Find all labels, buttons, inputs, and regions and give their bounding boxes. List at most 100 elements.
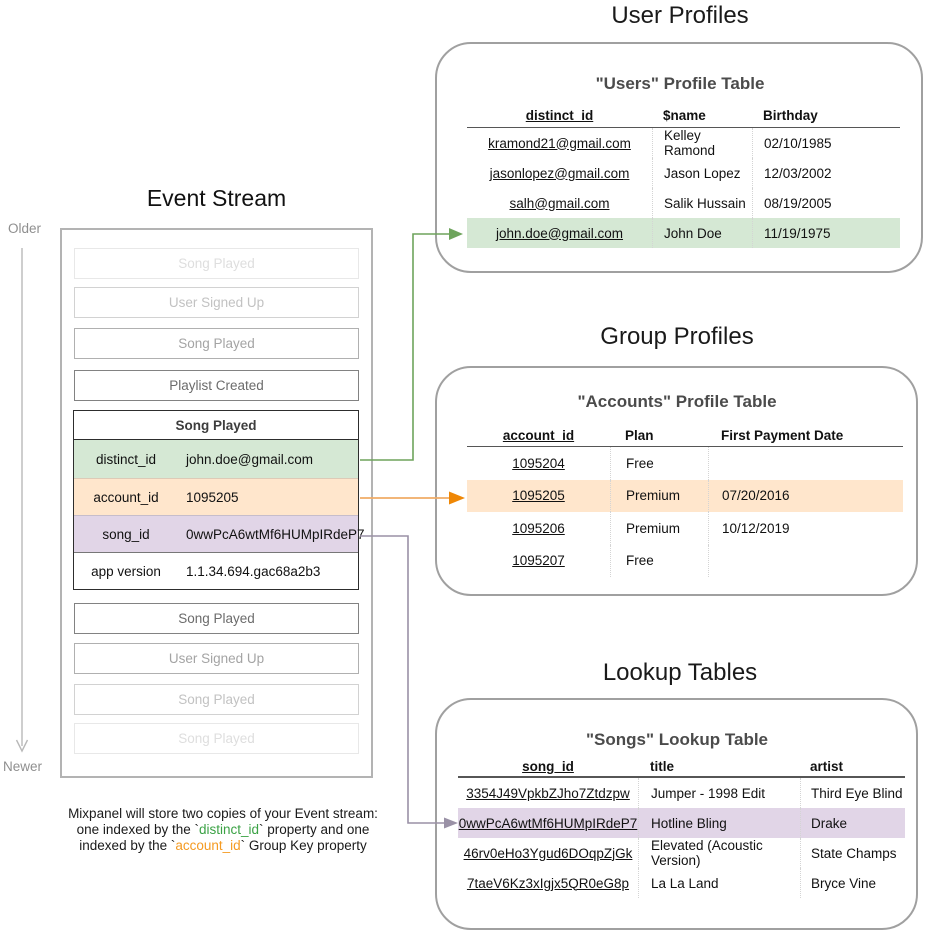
- newer-label: Newer: [3, 759, 43, 774]
- cell-birthday: 11/19/1975: [752, 218, 900, 248]
- songs-table: song_id title artist 3354J49VpkbZJho7Ztd…: [458, 757, 905, 898]
- cell-account-id: 1095206: [512, 520, 565, 536]
- column-header: song_id: [522, 759, 574, 774]
- caption-line1: Mixpanel will store two copies of your E…: [68, 806, 378, 821]
- column-header: Plan: [625, 427, 654, 443]
- users-table-title: "Users" Profile Table: [595, 74, 765, 93]
- property-value: 1095205: [186, 489, 239, 505]
- cell-song-id: 46rv0eHo3Ygud6DOqpZjGk: [463, 845, 633, 861]
- cell-song-id: 0wwPcA6wtMf6HUMpIRdeP7: [458, 815, 638, 831]
- cell-name: Kelley Ramond: [652, 128, 752, 158]
- older-label: Older: [8, 221, 42, 236]
- table-row-highlighted: 0wwPcA6wtMf6HUMpIRdeP7 Hotline Bling Dra…: [458, 808, 905, 838]
- event-box: Playlist Created: [74, 370, 359, 401]
- cell-plan: Premium: [610, 512, 708, 545]
- event-stream-title: Event Stream: [146, 185, 287, 211]
- cell-title: Hotline Bling: [638, 808, 800, 838]
- cell-title: Jumper - 1998 Edit: [638, 778, 800, 808]
- column-header: artist: [810, 759, 844, 774]
- users-table: distinct_id $name Birthday kramond21@gma…: [467, 104, 900, 248]
- cell-name: John Doe: [652, 218, 752, 248]
- property-value: 1.1.34.694.gac68a2b3: [186, 563, 321, 579]
- cell-account-id: 1095204: [512, 455, 565, 471]
- songs-table-header: song_id title artist: [458, 757, 905, 778]
- lookup-tables-title: Lookup Tables: [602, 659, 758, 686]
- table-row: kramond21@gmail.com Kelley Ramond 02/10/…: [467, 128, 900, 158]
- property-key: distinct_id: [95, 451, 157, 467]
- cell-title: La La Land: [638, 868, 800, 898]
- table-row: 3354J49VpkbZJho7Ztdzpw Jumper - 1998 Edi…: [458, 778, 905, 808]
- property-value: john.doe@gmail.com: [186, 451, 314, 467]
- event-box: Song Played: [74, 248, 359, 279]
- event-stream-container: Song Played User Signed Up Song Played P…: [60, 228, 379, 784]
- column-header: account_id: [502, 427, 575, 443]
- cell-first-payment-date: [708, 447, 903, 480]
- cell-artist: Bryce Vine: [800, 868, 905, 898]
- table-row: 1095204 Free: [467, 447, 903, 480]
- caption-line2-post: ` property and one: [259, 822, 370, 837]
- table-row: jasonlopez@gmail.com Jason Lopez 12/03/2…: [467, 158, 900, 188]
- table-row: 1095207 Free: [467, 544, 903, 577]
- property-row-account-id: account_id 1095205: [74, 478, 358, 515]
- cell-account-id: 1095207: [512, 553, 565, 569]
- footer-caption: Mixpanel will store two copies of your E…: [47, 806, 399, 854]
- property-row-distinct-id: distinct_id john.doe@gmail.com: [74, 440, 358, 478]
- table-row: 7taeV6Kz3xIgjx5QR0eG8p La La Land Bryce …: [458, 868, 905, 898]
- cell-first-payment-date: 10/12/2019: [708, 512, 903, 545]
- caption-line3-pre: indexed by the `: [79, 838, 176, 853]
- cell-plan: Free: [610, 447, 708, 480]
- caption-distinct-id: distinct_id: [198, 822, 260, 837]
- cell-birthday: 12/03/2002: [752, 158, 900, 188]
- table-row-highlighted: 1095205 Premium 07/20/2016: [467, 479, 903, 512]
- column-header: title: [650, 759, 675, 774]
- property-value: 0wwPcA6wtMf6HUMpIRdeP7: [186, 526, 365, 542]
- cell-artist: Drake: [800, 808, 905, 838]
- cell-artist: State Champs: [800, 838, 905, 868]
- event-box: User Signed Up: [74, 287, 359, 318]
- expanded-event-title: Song Played: [74, 411, 358, 440]
- cell-plan: Premium: [610, 479, 708, 512]
- property-key: song_id: [102, 526, 150, 542]
- event-box: Song Played: [74, 328, 359, 359]
- accounts-table-header: account_id Plan First Payment Date: [467, 424, 903, 447]
- column-header: $name: [663, 108, 706, 123]
- cell-distinct-id: jasonlopez@gmail.com: [489, 165, 630, 181]
- property-row-song-id: song_id 0wwPcA6wtMf6HUMpIRdeP7: [74, 515, 365, 552]
- cell-song-id: 7taeV6Kz3xIgjx5QR0eG8p: [466, 875, 630, 891]
- caption-line3-post: ` Group Key property: [240, 838, 367, 853]
- cell-distinct-id: salh@gmail.com: [509, 195, 610, 211]
- cell-birthday: 02/10/1985: [752, 128, 900, 158]
- column-header: distinct_id: [525, 108, 594, 123]
- cell-first-payment-date: [708, 544, 903, 577]
- table-row: salh@gmail.com Salik Hussain 08/19/2005: [467, 188, 900, 218]
- cell-first-payment-date: 07/20/2016: [708, 479, 903, 512]
- property-row-app-version: app version 1.1.34.694.gac68a2b3: [74, 552, 358, 589]
- songs-table-title: "Songs" Lookup Table: [585, 730, 769, 749]
- table-row: 1095206 Premium 10/12/2019: [467, 512, 903, 545]
- cell-artist: Third Eye Blind: [800, 778, 905, 808]
- group-profiles-title: Group Profiles: [600, 323, 754, 350]
- caption-line2-pre: one indexed by the `: [76, 822, 199, 837]
- property-key: app version: [91, 563, 161, 579]
- column-header: Birthday: [763, 108, 818, 123]
- table-row-highlighted: john.doe@gmail.com John Doe 11/19/1975: [467, 218, 900, 248]
- cell-name: Salik Hussain: [652, 188, 752, 218]
- accounts-table-title: "Accounts" Profile Table: [577, 392, 777, 411]
- cell-plan: Free: [610, 544, 708, 577]
- cell-account-id: 1095205: [512, 488, 565, 504]
- event-box: Song Played: [74, 603, 359, 634]
- event-box: Song Played: [74, 684, 359, 715]
- caption-account-id: account_id: [175, 838, 241, 853]
- cell-name: Jason Lopez: [652, 158, 752, 188]
- expanded-event-card: Song Played distinct_id john.doe@gmail.c…: [73, 410, 365, 590]
- user-profiles-title: User Profiles: [611, 2, 749, 29]
- timeline-arrowhead-icon: [15, 739, 29, 753]
- event-box: Song Played: [74, 723, 359, 754]
- column-header: First Payment Date: [721, 427, 844, 443]
- cell-title: Elevated (Acoustic Version): [638, 838, 800, 868]
- cell-birthday: 08/19/2005: [752, 188, 900, 218]
- cell-distinct-id: john.doe@gmail.com: [495, 225, 624, 241]
- table-row: 46rv0eHo3Ygud6DOqpZjGk Elevated (Acousti…: [458, 838, 905, 868]
- property-key: account_id: [93, 489, 159, 505]
